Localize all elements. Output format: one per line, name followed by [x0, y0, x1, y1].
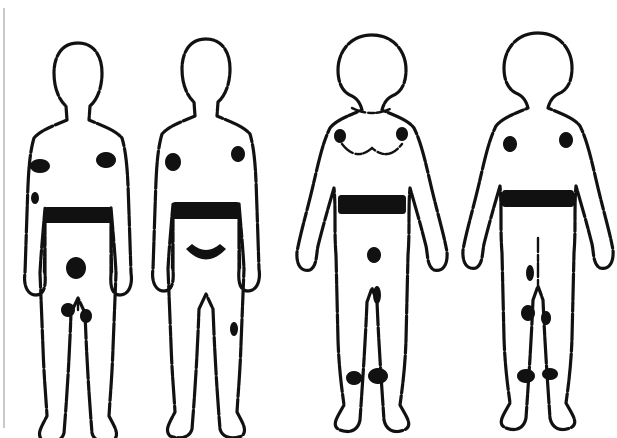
male-front-left-forearm-mark [31, 192, 39, 204]
female-front-right-ankle-mark [368, 368, 388, 384]
female-back-left-ankle-mark [517, 369, 535, 383]
female-front-groin-mark [367, 247, 381, 263]
male-front-figure [25, 43, 132, 438]
female-back-left-calf-mark [521, 305, 535, 321]
male-back-figure [153, 39, 260, 438]
male-back-calf-mark [230, 322, 238, 336]
male-back-right-elbow-mark [231, 146, 245, 162]
female-back-right-elbow-mark [559, 132, 573, 148]
male-front-waistband-mark [44, 207, 112, 223]
male-back-outline [153, 39, 260, 438]
male-front-groin-mark [66, 257, 86, 279]
female-back-outline [463, 33, 613, 430]
female-front-left-ankle-mark [346, 371, 362, 385]
female-back-figure [463, 33, 613, 430]
female-back-right-calf-mark [541, 311, 551, 325]
male-front-outline [25, 43, 132, 438]
female-back-right-ankle-mark [542, 368, 558, 380]
female-back-left-elbow-mark [503, 136, 517, 152]
female-front-thigh-mark [373, 286, 381, 304]
male-back-waistband-mark [172, 202, 240, 219]
female-front-left-armpit-mark [334, 129, 346, 143]
male-front-left-arm-mark [30, 159, 50, 173]
male-front-left-thigh-mark [61, 303, 75, 317]
female-front-right-armpit-mark [396, 127, 408, 141]
female-back-thigh-mark [526, 265, 534, 281]
female-back-waistband-mark [502, 190, 574, 207]
female-front-figure [297, 35, 447, 432]
female-front-waistband-mark [338, 195, 406, 214]
male-front-right-thigh-mark [80, 309, 92, 323]
male-back-left-elbow-mark [165, 153, 181, 171]
male-front-right-arm-mark [96, 152, 116, 168]
